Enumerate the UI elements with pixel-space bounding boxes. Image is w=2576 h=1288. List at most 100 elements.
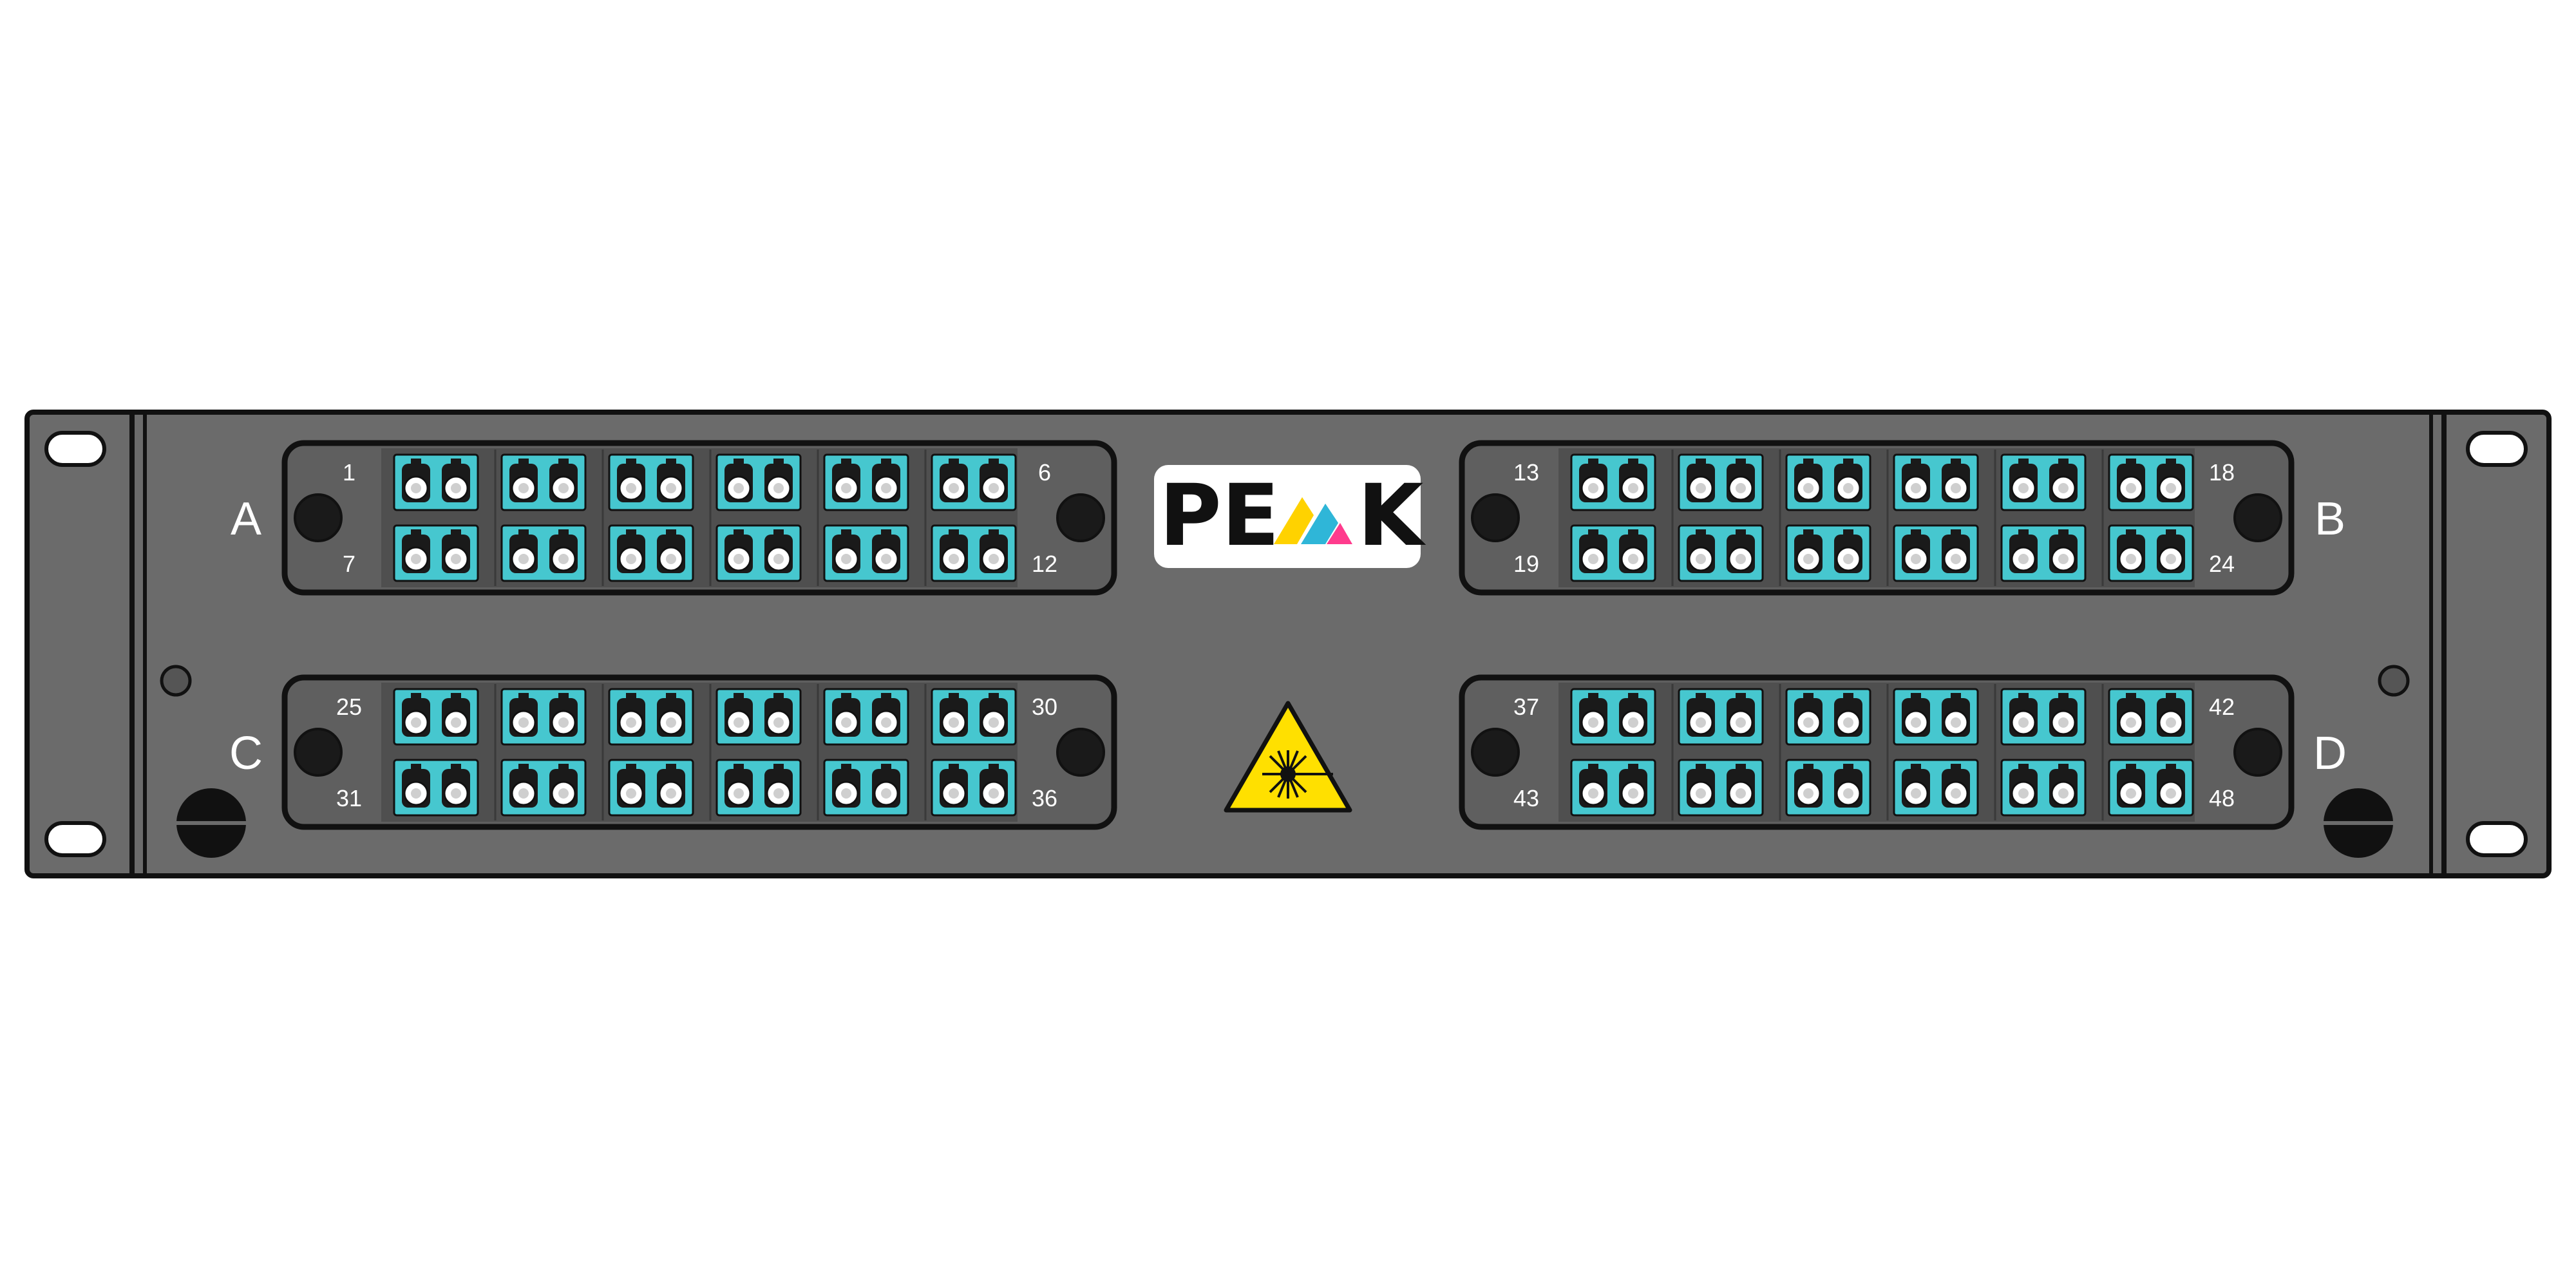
lc-port[interactable] [657,693,685,737]
lc-port[interactable] [1794,764,1823,808]
lc-port[interactable] [832,764,860,808]
lc-duplex-adapter[interactable] [931,524,1017,582]
lc-duplex-adapter[interactable] [2108,453,2194,511]
lc-port[interactable] [1687,459,1715,502]
lc-port[interactable] [1834,693,1862,737]
lc-port[interactable] [549,764,578,808]
lc-port[interactable] [1727,764,1755,808]
lc-port[interactable] [724,459,753,502]
lc-port[interactable] [724,693,753,737]
lc-port[interactable] [980,764,1008,808]
lc-port[interactable] [1619,764,1647,808]
lc-port[interactable] [1942,764,1970,808]
lc-port[interactable] [1727,529,1755,573]
lc-duplex-adapter[interactable] [715,524,802,582]
lc-port[interactable] [872,529,900,573]
lc-port[interactable] [657,529,685,573]
lc-duplex-adapter[interactable] [823,759,909,817]
lc-duplex-adapter[interactable] [1893,524,1979,582]
lc-duplex-adapter[interactable] [1893,759,1979,817]
lc-port[interactable] [2049,529,2078,573]
lc-port[interactable] [1942,693,1970,737]
lc-duplex-adapter[interactable] [2108,688,2194,746]
lc-port[interactable] [764,693,793,737]
mount-slot-top-left[interactable] [44,431,106,467]
lc-duplex-adapter[interactable] [1893,453,1979,511]
lc-port[interactable] [872,764,900,808]
lc-port[interactable] [940,529,968,573]
lc-port[interactable] [2117,764,2145,808]
lc-duplex-adapter[interactable] [931,453,1017,511]
lc-port[interactable] [764,764,793,808]
lc-duplex-adapter[interactable] [1785,524,1871,582]
lc-duplex-adapter[interactable] [1893,688,1979,746]
latch-right[interactable] [1056,728,1105,777]
lc-port[interactable] [442,529,470,573]
lc-port[interactable] [2117,693,2145,737]
lc-duplex-adapter[interactable] [2000,524,2087,582]
lc-port[interactable] [1579,459,1607,502]
lc-port[interactable] [724,764,753,808]
lc-port[interactable] [1834,529,1862,573]
lc-port[interactable] [1619,459,1647,502]
lc-port[interactable] [2117,529,2145,573]
lc-port[interactable] [1687,529,1715,573]
lc-duplex-adapter[interactable] [2108,524,2194,582]
lc-duplex-adapter[interactable] [2000,453,2087,511]
lc-duplex-adapter[interactable] [608,524,694,582]
thumb-screw-right[interactable] [2324,788,2393,858]
lc-port[interactable] [1687,764,1715,808]
lc-port[interactable] [2157,764,2185,808]
lc-port[interactable] [2157,693,2185,737]
lc-port[interactable] [402,693,430,737]
lc-port[interactable] [1834,459,1862,502]
lc-duplex-adapter[interactable] [500,759,587,817]
latch-right[interactable] [1056,493,1105,542]
lc-port[interactable] [1579,529,1607,573]
lc-port[interactable] [1727,693,1755,737]
lc-port[interactable] [657,459,685,502]
lc-duplex-adapter[interactable] [823,524,909,582]
lc-port[interactable] [872,693,900,737]
latch-left[interactable] [294,493,343,542]
lc-duplex-adapter[interactable] [1785,688,1871,746]
latch-right[interactable] [2233,728,2282,777]
lc-port[interactable] [509,693,538,737]
lc-port[interactable] [442,764,470,808]
lc-port[interactable] [832,459,860,502]
lc-duplex-adapter[interactable] [2000,688,2087,746]
lc-duplex-adapter[interactable] [500,688,587,746]
lc-port[interactable] [402,529,430,573]
lc-port[interactable] [617,529,645,573]
lc-port[interactable] [980,459,1008,502]
lc-duplex-adapter[interactable] [1570,453,1656,511]
lc-port[interactable] [442,693,470,737]
lc-port[interactable] [940,459,968,502]
lc-duplex-adapter[interactable] [608,688,694,746]
lc-port[interactable] [1794,459,1823,502]
lc-port[interactable] [1619,693,1647,737]
lc-duplex-adapter[interactable] [2000,759,2087,817]
lc-port[interactable] [617,693,645,737]
lc-duplex-adapter[interactable] [1785,759,1871,817]
lc-port[interactable] [1902,459,1930,502]
lc-port[interactable] [1794,529,1823,573]
lc-port[interactable] [402,459,430,502]
lc-port[interactable] [509,764,538,808]
lc-duplex-adapter[interactable] [608,759,694,817]
lc-duplex-adapter[interactable] [931,688,1017,746]
lc-port[interactable] [2049,459,2078,502]
lc-port[interactable] [2009,693,2038,737]
lc-port[interactable] [940,764,968,808]
lc-port[interactable] [2049,764,2078,808]
latch-right[interactable] [2233,493,2282,542]
lc-duplex-adapter[interactable] [393,759,479,817]
latch-left[interactable] [294,728,343,777]
lc-port[interactable] [2009,459,2038,502]
lc-duplex-adapter[interactable] [1678,688,1764,746]
lc-port[interactable] [1902,693,1930,737]
lc-port[interactable] [980,693,1008,737]
lc-duplex-adapter[interactable] [500,453,587,511]
lc-duplex-adapter[interactable] [393,524,479,582]
lc-duplex-adapter[interactable] [393,688,479,746]
